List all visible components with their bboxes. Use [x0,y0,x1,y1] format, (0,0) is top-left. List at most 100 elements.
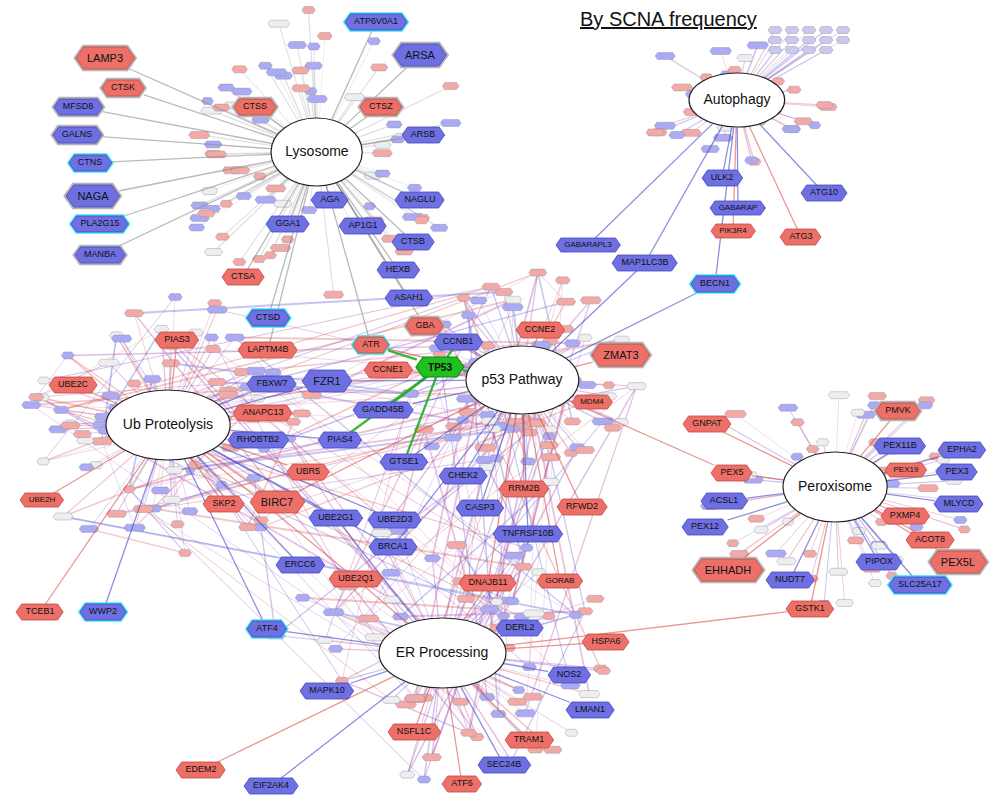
gene-node: EDEM2 [176,762,225,778]
minor-gene-node [655,53,675,60]
interaction-link [45,459,145,604]
minor-gene-node [918,485,939,492]
gene-node: MDM4 [572,395,612,409]
minor-gene-node [220,200,233,207]
gene-node: EIF2AK4 [244,778,298,794]
interaction-link [130,69,277,134]
gene-node: AP1G1 [339,218,386,234]
minor-gene-node [491,598,503,605]
gene-node: NOS2 [548,667,591,683]
minor-gene-node [133,505,154,512]
minor-gene-node [457,294,471,301]
node-label: EDEM2 [185,765,216,775]
minor-gene-node [365,634,385,641]
minor-gene-node [182,508,199,515]
minor-gene-node [829,568,848,575]
gene-node: CTSK [102,80,144,96]
minor-gene-node [218,391,237,398]
node-label: PIK3R4 [719,227,747,236]
connectors [45,30,939,778]
minor-gene-node [728,66,742,73]
node-label: NAGA [77,190,108,202]
gene-node: UBE2Q1 [329,571,383,587]
minor-gene-node [802,27,816,34]
node-label: CTNS [78,158,103,168]
minor-gene-node [497,613,510,620]
minor-gene-node [785,37,799,44]
minor-gene-node [778,404,798,411]
minor-gene-node [381,569,400,576]
node-label: MAPK10 [309,686,345,696]
minor-gene-node [669,131,685,138]
minor-gene-node [480,606,499,613]
minor-gene-node [575,447,595,454]
minor-gene-node [154,325,169,332]
node-label: ASAH1 [394,293,424,303]
gene-node: GTSE1 [380,454,428,470]
gene-node: LAMP3 [76,47,134,69]
minor-gene-node [208,300,222,307]
minor-gene-node [53,406,68,413]
minor-gene-node [529,269,547,276]
gene-node: CHEK2 [439,468,487,484]
gene-node: PEX12 [682,519,728,535]
background-link [536,422,590,694]
minor-gene-node [868,580,881,587]
gene-node: PIK3R4 [711,224,755,238]
minor-gene-node [323,609,344,616]
minor-gene-node [791,419,805,426]
node-label: PEX19 [894,466,919,475]
background-link [424,300,591,779]
minor-gene-node [543,613,556,620]
node-label: PMVK [885,406,911,416]
node-label: MAP1LC3B [621,258,668,268]
node-label: ATP6V0A1 [354,17,398,27]
node-label: CTSB [401,237,425,247]
node-label: BIRC7 [261,496,293,508]
gene-node: MFSD8 [54,99,103,115]
gene-node: CTSA [222,269,264,285]
gene-node: ARSA [394,44,446,66]
interaction-link [505,612,786,646]
minor-gene-node [370,64,387,71]
minor-gene-node [225,334,245,341]
interaction-link [270,186,307,310]
minor-gene-node [579,691,601,698]
node-label: ATG3 [790,232,813,242]
node-label: PEX5L [941,556,975,568]
gene-node: NSFL1C [388,724,441,740]
minor-gene-node [215,233,229,240]
minor-gene-node [791,453,804,460]
gene-node: PLA2G15 [71,216,128,232]
node-label: NAGLU [404,195,435,205]
minor-gene-node [578,382,597,389]
pathway-hub: p53 Pathway [465,345,580,415]
minor-gene-node [580,297,601,304]
interaction-link [230,416,234,418]
background-link [117,460,484,514]
minor-gene-node [457,595,475,602]
gene-node: ASAH1 [385,290,433,306]
interaction-link [413,392,468,404]
minor-gene-node [787,86,801,93]
node-label: ERCC6 [285,560,316,570]
node-label: PEX12 [691,522,719,532]
gene-node: WWP2 [80,604,126,620]
background-link [336,382,570,649]
gene-node: CTSB [392,234,434,250]
interaction-link [117,171,278,247]
gene-node: GABARAPL3 [556,238,620,252]
minor-gene-node [868,393,887,400]
interaction-link [575,362,592,366]
minor-gene-node [28,394,43,401]
node-label: RFWD2 [566,502,598,512]
gene-node: ATF6 [442,776,482,792]
gene-node: ULK2 [702,170,743,186]
gene-node: FZR1 [302,370,352,392]
minor-gene-node [502,304,523,311]
gene-node: LMAN1 [566,702,614,718]
node-label: CTSK [111,83,135,93]
node-label: LAPTM4B [247,345,288,355]
gene-node: NAGLU [395,192,444,208]
minor-gene-node [460,729,477,736]
